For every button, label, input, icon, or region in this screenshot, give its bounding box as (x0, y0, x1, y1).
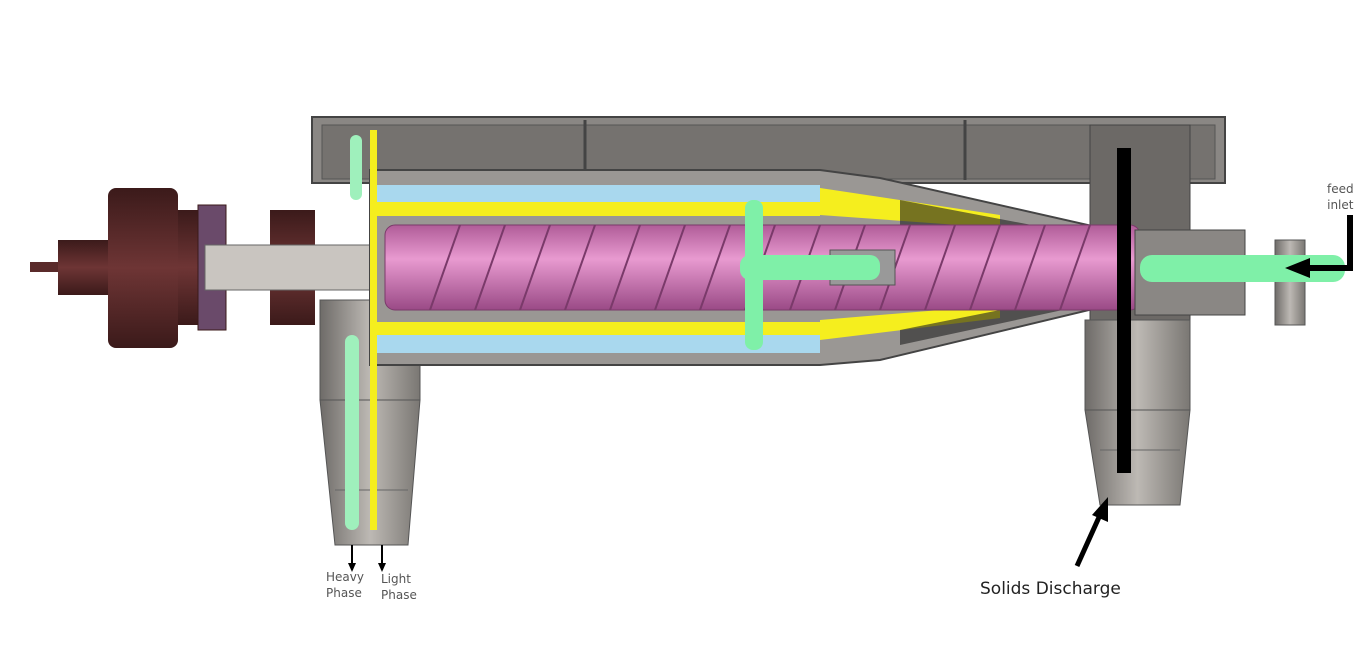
light-phase-label-line1: Light (381, 572, 411, 586)
solids-discharge-chute (1084, 319, 1191, 506)
light-phase-layer-top (375, 202, 820, 216)
heavy-phase-layer-bottom (375, 335, 820, 353)
feed-stream (740, 200, 1345, 350)
heavy-phase-label-line1: Heavy (326, 570, 364, 584)
feed-inlet-label-line1: feed (1327, 182, 1354, 196)
light-phase-layer-bottom (375, 322, 820, 336)
light-phase-stream (370, 130, 377, 530)
solids-discharge-label: Solids Discharge (980, 579, 1121, 599)
feed-inlet-label-line2: inlet (1327, 197, 1354, 212)
heavy-phase-layer-top (375, 185, 820, 203)
feed-inlet-label: feed inlet (1327, 182, 1354, 213)
light-phase-label: Light Phase (381, 572, 417, 603)
heavy-phase-stream (345, 335, 359, 530)
heavy-phase-arrow (348, 545, 356, 572)
drive-shaft (204, 244, 396, 291)
heavy-phase-label-line2: Phase (326, 585, 362, 600)
light-phase-arrow (378, 545, 386, 572)
feed-inlet-arrow (1285, 215, 1353, 278)
heavy-phase-label: Heavy Phase (326, 570, 364, 601)
drive-motor (30, 188, 315, 348)
solids-discharge-path (1117, 148, 1131, 473)
light-phase-label-line2: Phase (381, 587, 417, 602)
solids-discharge-arrow (1074, 497, 1108, 568)
